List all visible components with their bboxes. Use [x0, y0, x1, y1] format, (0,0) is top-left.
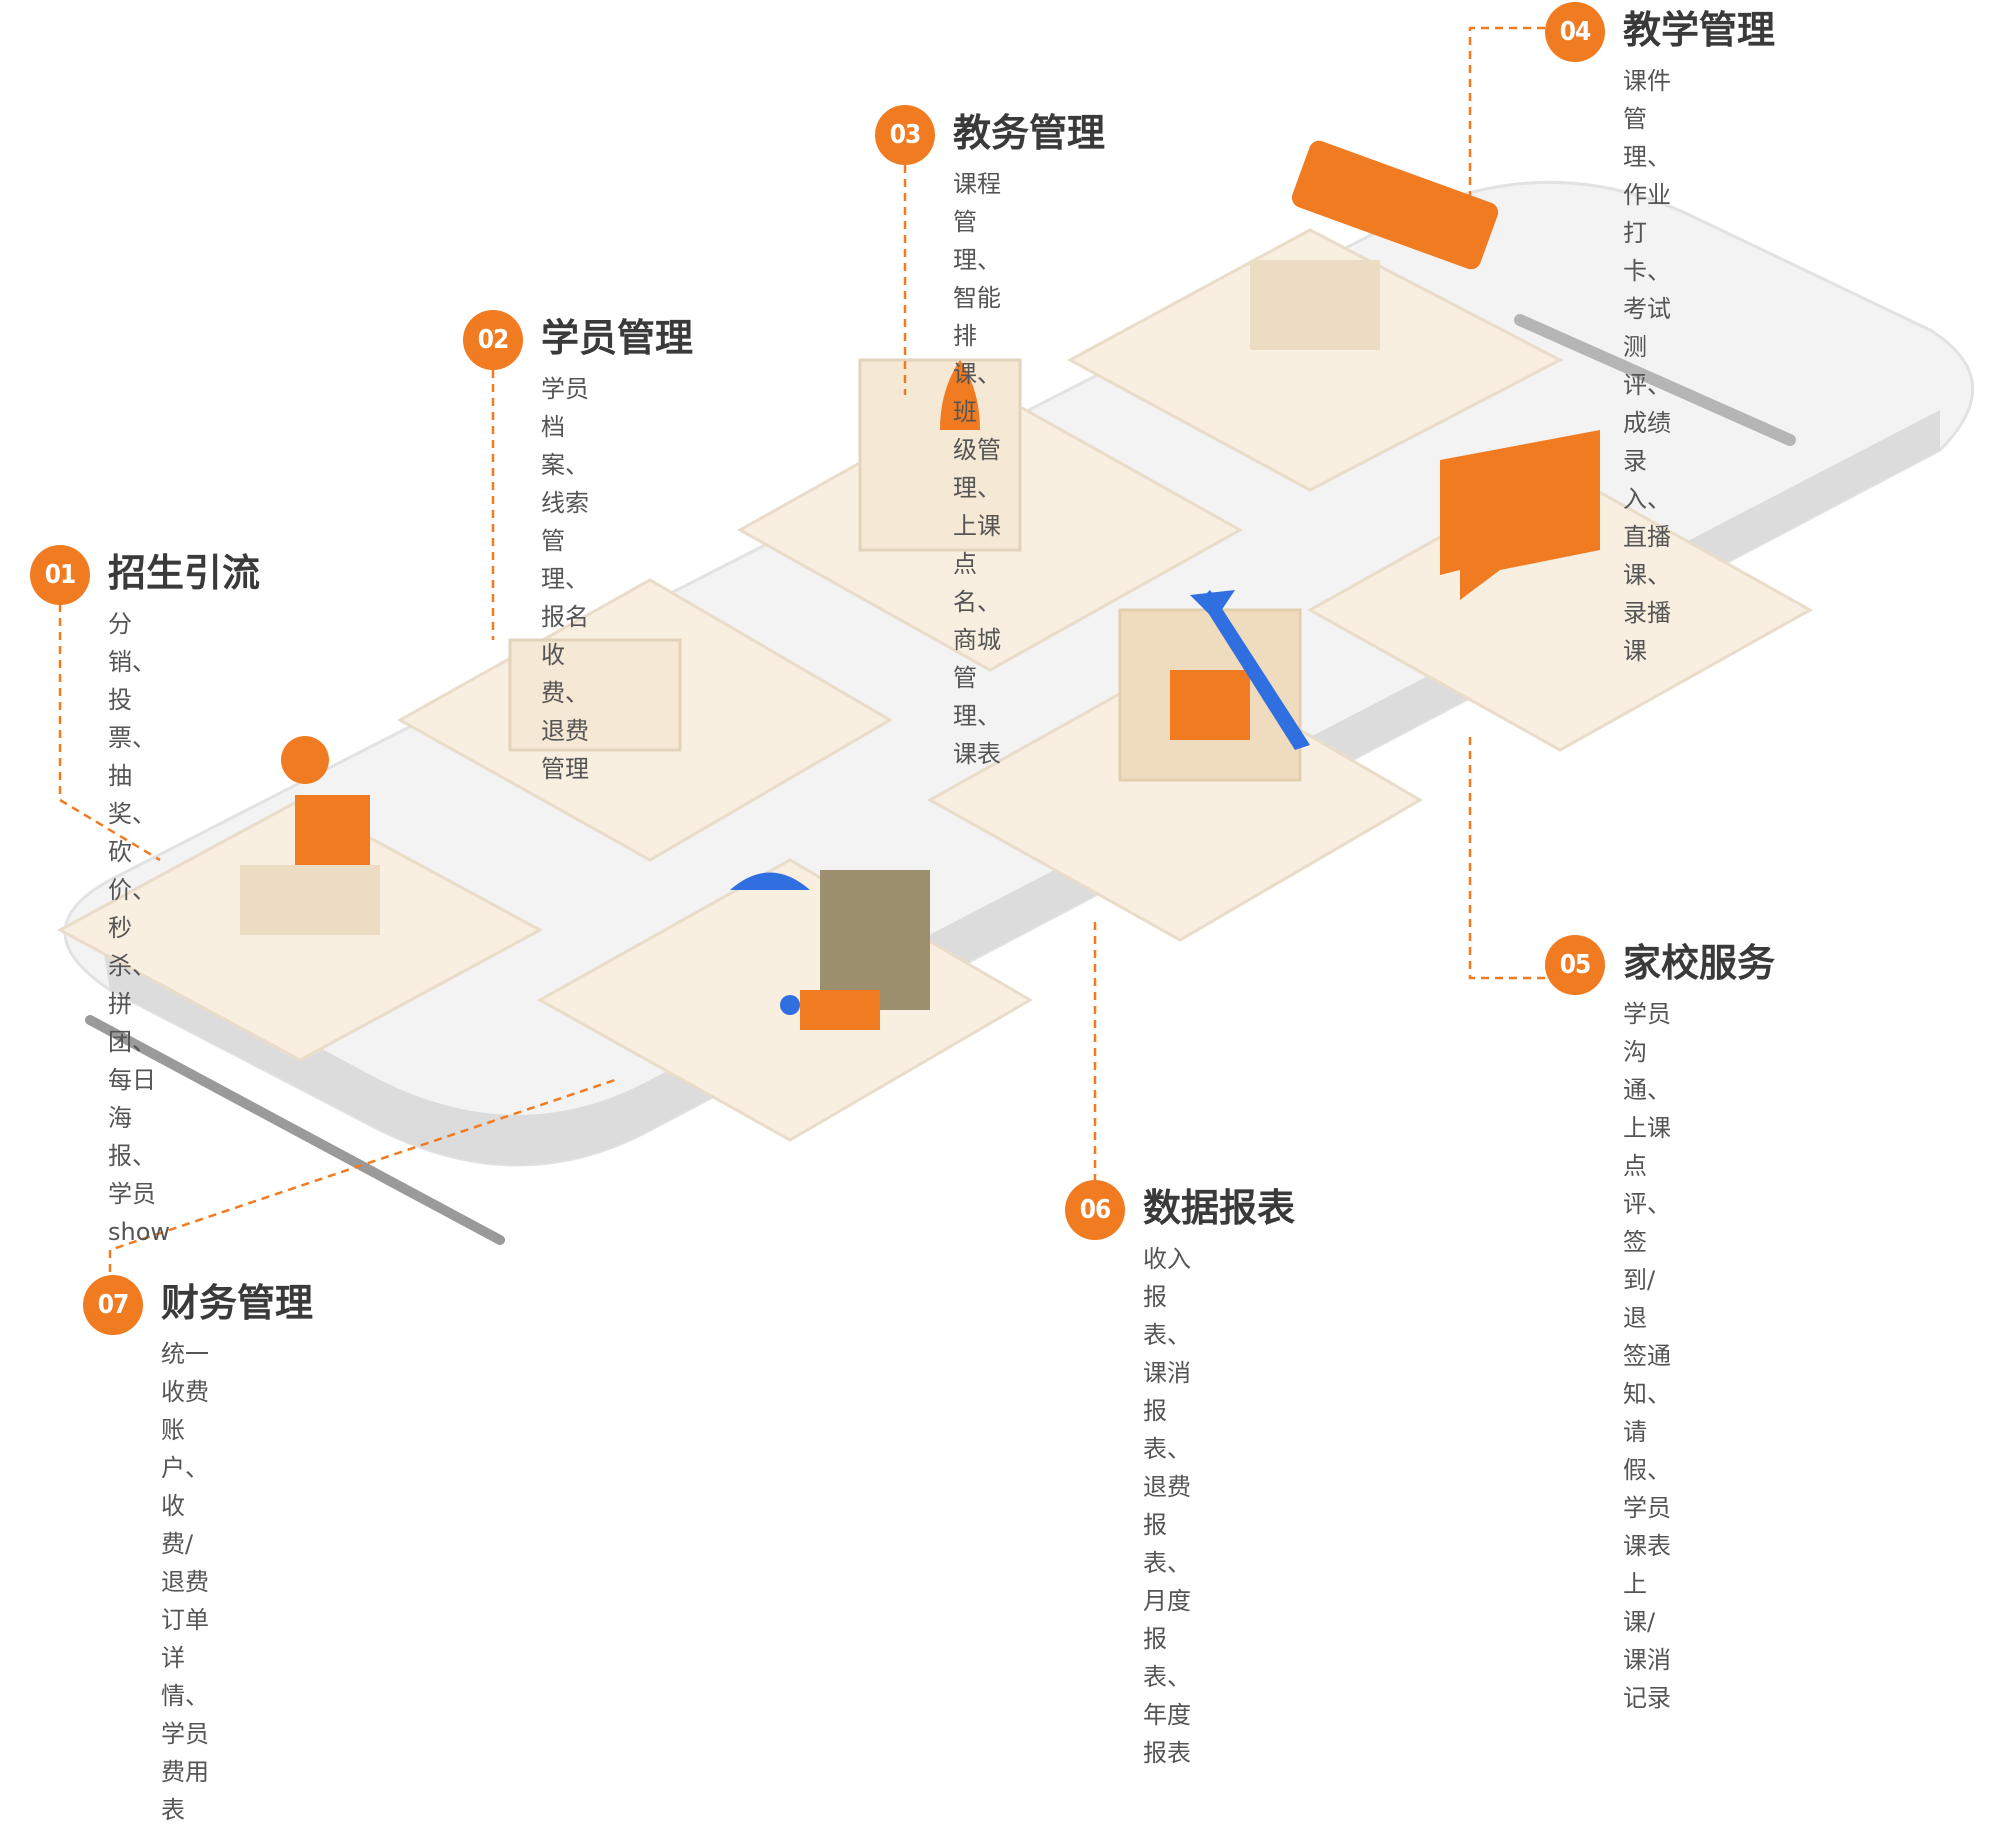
- title-01: 招生引流: [108, 551, 261, 595]
- phone-body: [63, 180, 1974, 1245]
- desk-monitor: [295, 795, 370, 865]
- rocket-screen: [858, 358, 1022, 552]
- badge-01: 01: [30, 545, 90, 605]
- illustrations: [240, 140, 1600, 1030]
- tile-teaching: [1066, 228, 1564, 492]
- title-06: 数据报表: [1143, 1186, 1296, 1230]
- connector-04: [1468, 26, 1545, 250]
- title-03: 教务管理: [953, 111, 1106, 155]
- badge-06: 06: [1065, 1180, 1125, 1240]
- growth-arrow: [1200, 590, 1310, 750]
- connector-01: [58, 590, 161, 862]
- title-07: 财务管理: [161, 1281, 314, 1325]
- desc-02: 学员档案、线索管理、报名收费、退费管理: [541, 375, 589, 783]
- desc-05: 学员沟通、上课点评、签到/退签通知、请假、学员课表 上课/课消记录: [1623, 1000, 1671, 1712]
- badge-02: 02: [463, 310, 523, 370]
- badge-07: 07: [83, 1275, 143, 1335]
- isometric-phone-illustration: [56, 26, 1974, 1300]
- umbrella-icon: [730, 872, 810, 890]
- chat-bubble: [1440, 430, 1600, 600]
- title-02: 学员管理: [541, 316, 694, 360]
- badge-04: 04: [1545, 2, 1605, 62]
- desc-03: 课程管理、智能排课、班级管理、上课点名、商城管理、课表: [953, 170, 1001, 768]
- safe-box: [820, 870, 930, 1010]
- desc-01: 分销、投票、抽奖、砍价、秒杀、拼团、每日海报、学员show: [108, 610, 171, 1246]
- play-toolbar: [1291, 140, 1499, 270]
- title-05: 家校服务: [1623, 941, 1776, 985]
- desc-04: 课件管理、作业打卡、考试测评、成绩录入、直播课、录播课: [1623, 67, 1671, 665]
- student-screen: [508, 638, 682, 752]
- megaphone-bubble: [281, 736, 329, 784]
- connector-05: [1468, 735, 1545, 980]
- rocket-icon: [940, 360, 980, 430]
- desc-07: 统一收费账户、收费/退费订单详情、学员费用表: [161, 1340, 209, 1824]
- badge-05: 05: [1545, 935, 1605, 995]
- desc-06: 收入报表、课消报表、退费报表、月度报表、年度报表: [1143, 1245, 1191, 1767]
- badge-03: 03: [875, 105, 935, 165]
- title-04: 教学管理: [1623, 8, 1776, 52]
